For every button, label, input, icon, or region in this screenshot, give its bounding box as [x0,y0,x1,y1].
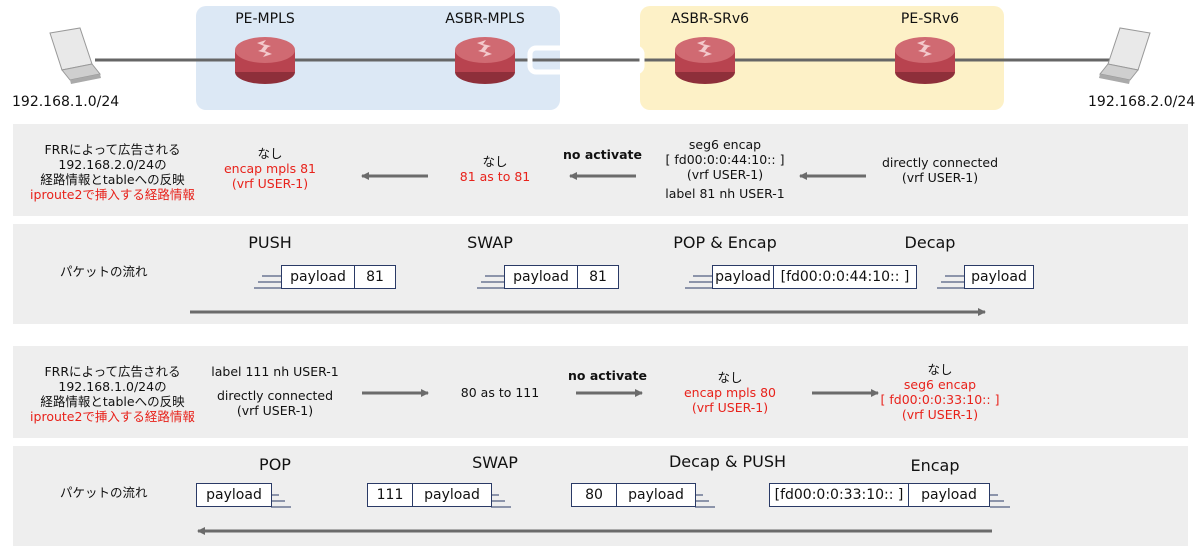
flow2-op-encap: Encap [910,456,960,475]
packet-payload: payload [971,269,1027,285]
node-label-asbr-mpls: ASBR-MPLS [445,11,525,27]
flow1-asbr-srv6-route: seg6 encap [ fd00:0:0:44:10:: ] (vrf USE… [660,137,790,201]
route-line-red: [ fd00:0:0:33:10:: ] [880,392,1000,407]
node-label-pe-mpls: PE-MPLS [235,11,295,27]
flow1-desc-red: iproute2で挿入する経路情報 [30,187,195,202]
flow2-op-decap-push: Decap & PUSH [668,452,787,471]
packet-payload: payload [505,266,578,288]
route-line-red: encap mpls 80 [683,385,777,400]
right-network-label: 192.168.2.0/24 [1088,94,1196,110]
packet-srv6-header: [fd00:0:0:33:10:: ] [770,484,909,506]
flow2-packet-pop: payload [196,483,272,507]
route-line: seg6 encap [688,137,762,152]
node-label-asbr-srv6: ASBR-SRv6 [670,11,750,27]
route-line: (vrf USER-1) [236,403,314,418]
laptop-right-icon [1099,27,1151,84]
route-line-red: seg6 encap [903,377,977,392]
flow1-packet-label: パケットの流れ [60,264,148,279]
route-line: なし [927,362,953,377]
flow1-pe-srv6-route: directly connected (vrf USER-1) [875,155,1005,185]
packet-label: 81 [589,269,607,285]
packet-label: 80 [572,484,617,506]
packet-tail-marks [254,275,1010,508]
router-pe-srv6-icon [895,37,955,84]
route-line: directly connected [881,155,999,170]
node-label-pe-srv6: PE-SRv6 [900,11,960,27]
flow1-op-push: PUSH [248,233,292,252]
route-line: directly connected [216,388,334,403]
route-line: なし [482,154,508,169]
inter-as-link [527,45,645,75]
flow2-asbr-srv6-route: なし encap mpls 80 (vrf USER-1) [670,370,790,415]
packet-payload: payload [713,266,774,288]
laptop-left-icon [49,27,101,84]
flow2-desc-line: 192.168.1.0/24の [58,379,167,394]
flow2-op-pop: POP [259,455,291,474]
route-line: [ fd00:0:0:44:10:: ] [665,152,785,167]
flow1-packet-swap: payload 81 [504,265,619,289]
route-line-red: 81 as to 81 [459,169,531,184]
packet-payload: payload [921,487,977,503]
packet-srv6-header: [fd00:0:0:44:10:: ] [780,269,910,285]
flow1-packet-push: payload 81 [281,265,396,289]
route-line: (vrf USER-1) [686,167,764,182]
route-line-red: (vrf USER-1) [231,176,309,191]
flow2-packet-swap: 111 payload [367,483,492,507]
route-line-red: (vrf USER-1) [901,407,979,422]
flow1-description: FRRによって広告される 192.168.2.0/24の 経路情報とtableへ… [20,142,205,202]
route-line-red: (vrf USER-1) [691,400,769,415]
flow2-description: FRRによって広告される 192.168.1.0/24の 経路情報とtableへ… [20,364,205,424]
route-line-red: encap mpls 81 [223,161,317,176]
router-asbr-mpls-icon [455,37,515,84]
flow1-desc-line: FRRによって広告される [44,142,181,157]
left-network-label: 192.168.1.0/24 [12,94,120,110]
router-asbr-srv6-icon [675,37,735,84]
flow2-no-activate: no activate [568,368,647,383]
packet-payload: payload [424,487,480,503]
flow1-asbr-mpls-route: なし 81 as to 81 [440,154,550,184]
flow1-op-swap: SWAP [467,233,513,252]
route-line: なし [257,146,283,161]
packet-payload: payload [628,487,684,503]
packet-payload: payload [206,487,262,503]
flow2-asbr-mpls-route: 80 as to 111 [460,385,540,400]
flow2-packet-encap: [fd00:0:0:33:10:: ] payload [769,483,990,507]
packet-label: 111 [368,484,413,506]
flow2-desc-line: 経路情報とtableへの反映 [40,394,185,409]
flow1-route-panel [13,124,1188,216]
flow2-packet-decap-push: 80 payload [571,483,696,507]
flow2-op-swap: SWAP [472,453,518,472]
flow1-packet-pop-encap: payload [fd00:0:0:44:10:: ] [712,265,917,289]
flow1-no-activate: no activate [563,147,642,162]
packet-label: 81 [366,269,384,285]
flow2-pe-mpls-route: label 111 nh USER-1 directly connected (… [205,364,345,418]
flow2-desc-line: FRRによって広告される [44,364,181,379]
flow1-desc-line: 経路情報とtableへの反映 [40,172,185,187]
flow1-packet-decap: payload [964,265,1034,289]
flow2-desc-red: iproute2で挿入する経路情報 [30,409,195,424]
flow1-desc-line: 192.168.2.0/24の [58,157,167,172]
route-line: label 81 nh USER-1 [665,186,785,201]
flow1-op-pop-encap: POP & Encap [673,233,777,252]
flow1-op-decap: Decap [904,233,956,252]
route-line: (vrf USER-1) [901,170,979,185]
flow2-pe-srv6-route: なし seg6 encap [ fd00:0:0:33:10:: ] (vrf … [870,362,1010,422]
packet-payload: payload [282,266,355,288]
flow1-pe-mpls-route: なし encap mpls 81 (vrf USER-1) [210,146,330,191]
route-line: label 111 nh USER-1 [211,364,339,379]
route-line: なし [717,370,743,385]
router-pe-mpls-icon [235,37,295,84]
flow2-packet-label: パケットの流れ [60,485,148,500]
